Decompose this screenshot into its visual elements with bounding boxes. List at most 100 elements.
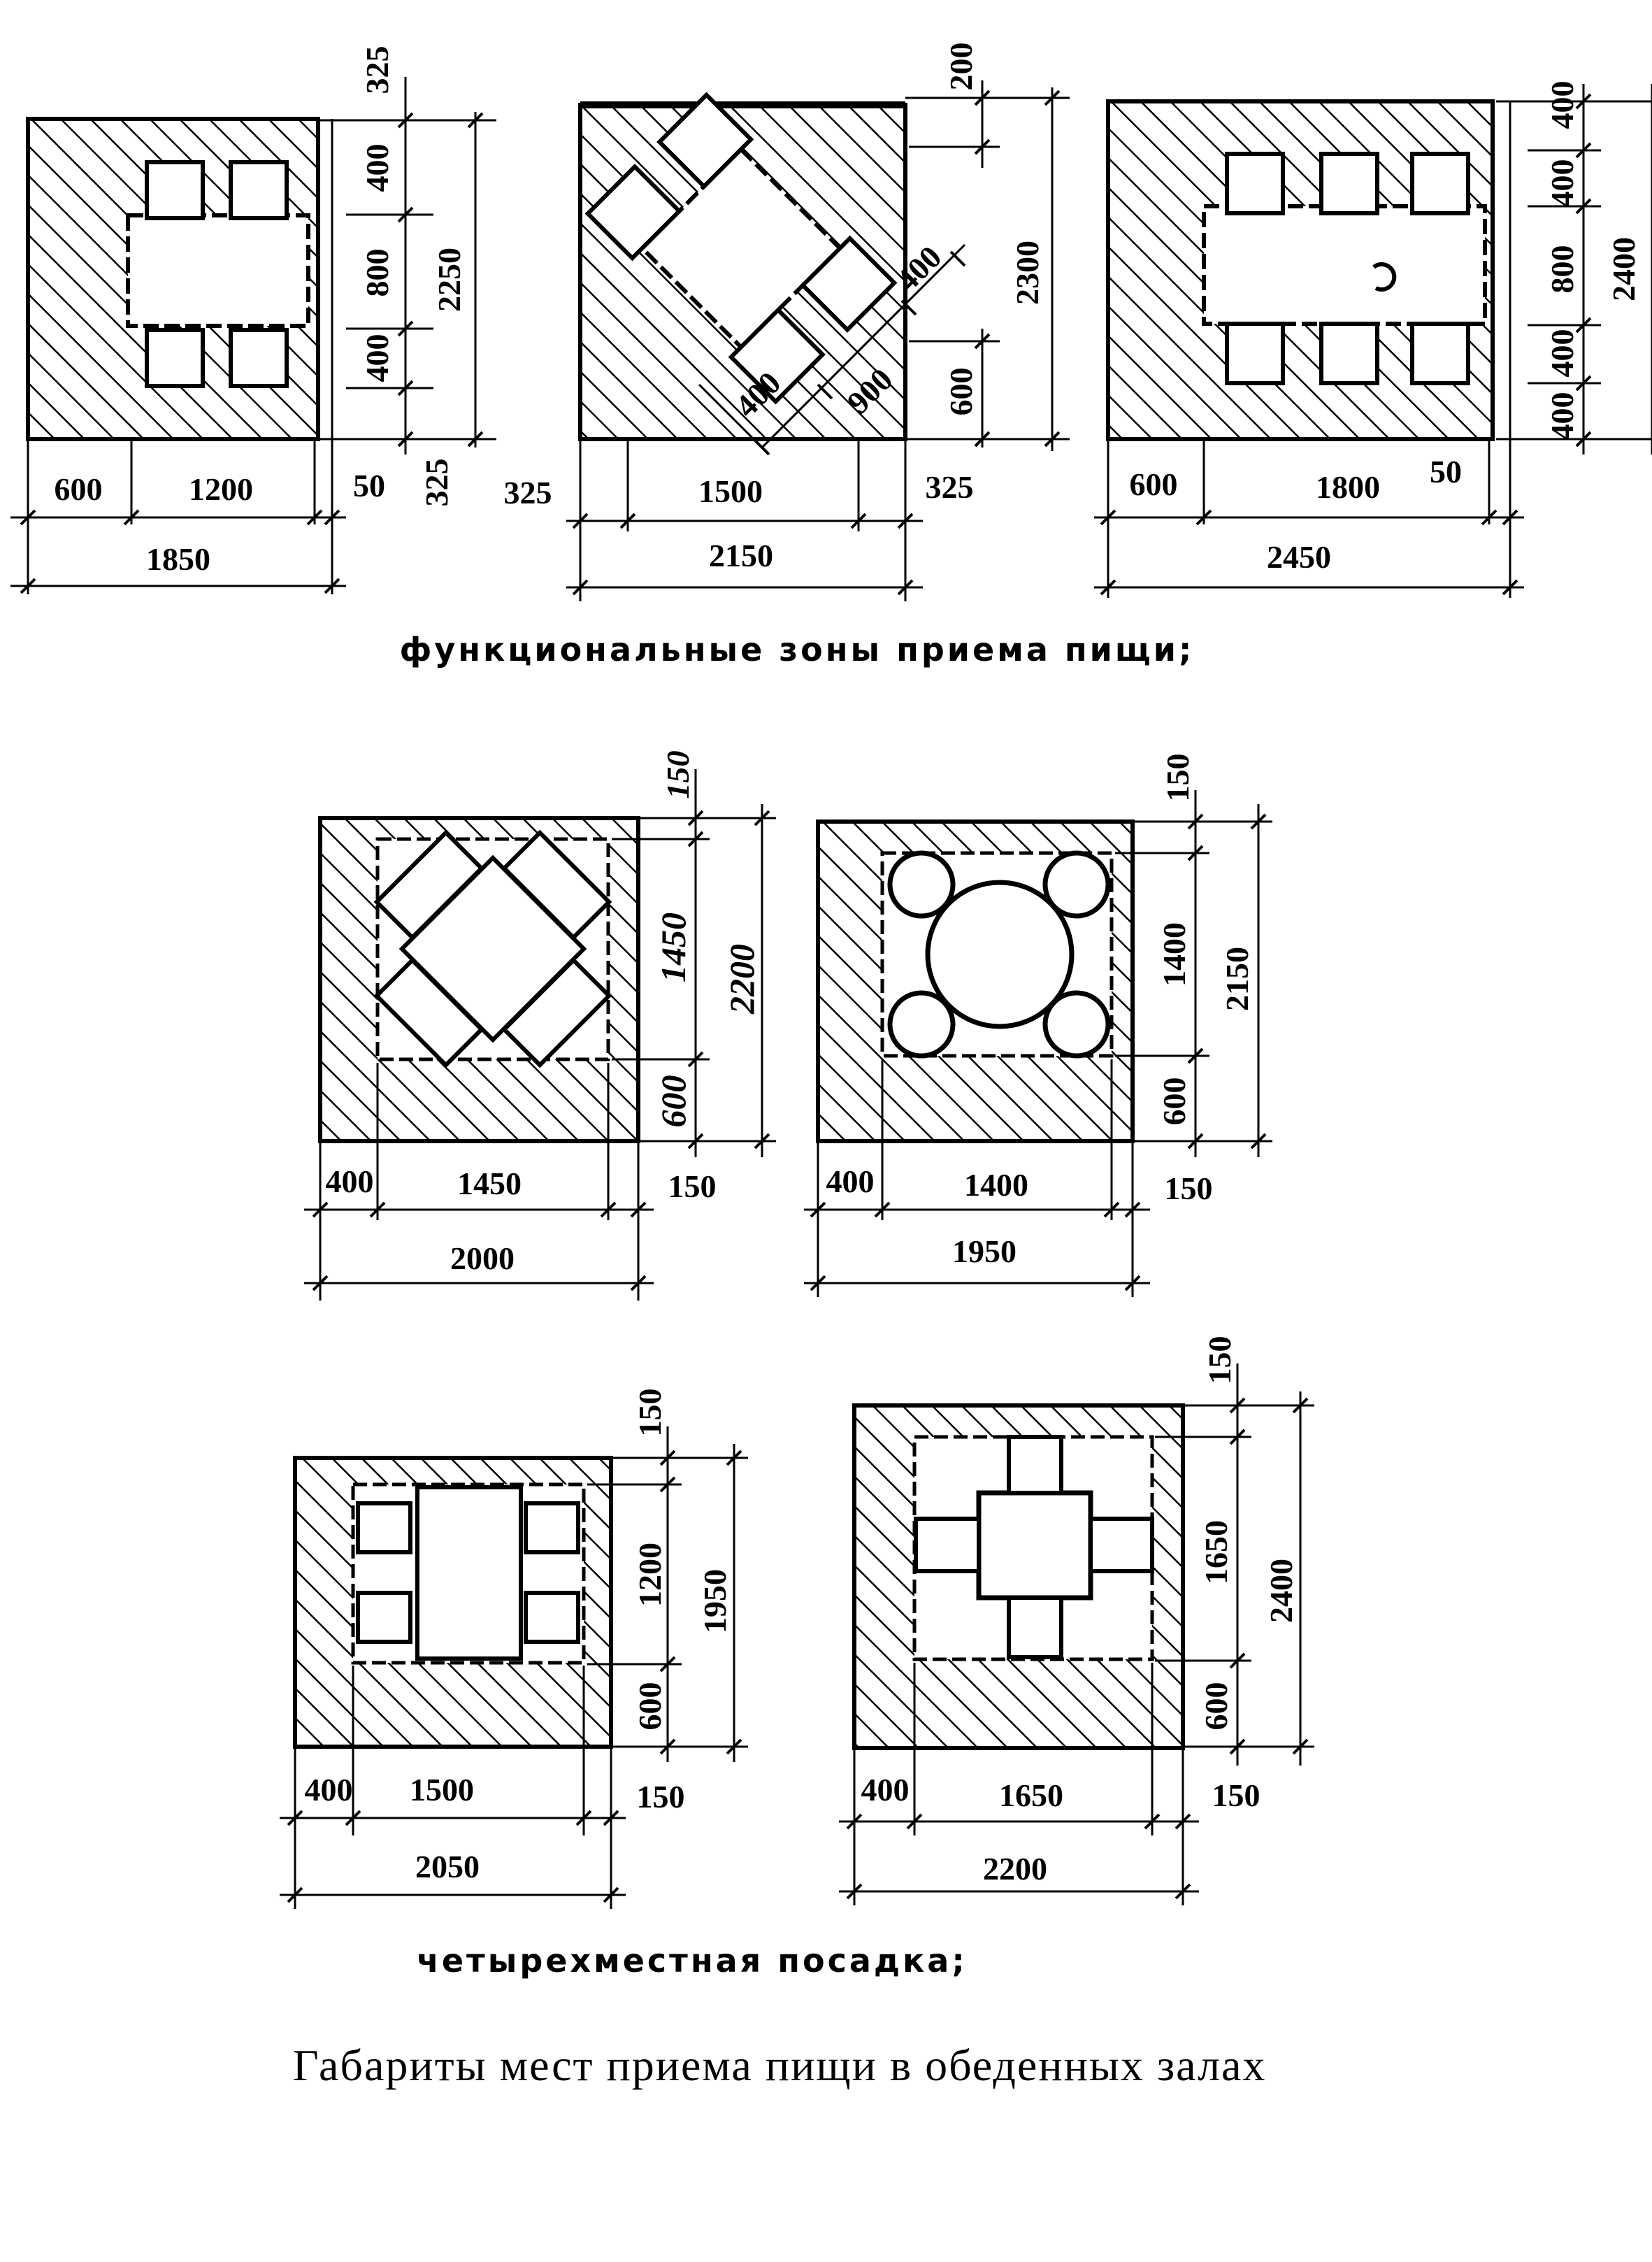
dim-right-2: 400	[359, 144, 395, 192]
chair	[524, 1591, 580, 1644]
caption-four-seat: четырехместная посадка;	[417, 1942, 967, 1980]
dim-right-total: 2150	[1219, 947, 1255, 1011]
dim-right-2: 1650	[1198, 1520, 1234, 1584]
dim-bottom-3: 150	[668, 1168, 717, 1204]
table	[976, 1490, 1093, 1601]
dim-bottom-3: 50	[1430, 454, 1462, 489]
chair	[1089, 1517, 1154, 1573]
chair	[229, 160, 289, 220]
plan-four-seat-round: 400 1400 150 1950 150 1400 600 2150	[804, 754, 1272, 1297]
dim-bottom-total: 2200	[983, 1851, 1047, 1887]
chair	[1042, 850, 1111, 919]
dim-right-1: 150	[1202, 1336, 1237, 1384]
chair	[524, 1501, 580, 1554]
dim-bottom-2: 1450	[457, 1166, 522, 1201]
dim-bottom-3: 50	[353, 468, 385, 503]
chair	[1225, 322, 1285, 385]
dim-right-1: 325	[359, 46, 395, 94]
plan-zone-diagonal-4: 325 1500 325 2150 200 600 2300 400 900 4…	[504, 43, 1070, 601]
dim-right-5: 400	[1544, 392, 1580, 441]
chair	[373, 829, 484, 940]
dim-bottom-1: 400	[861, 1772, 910, 1808]
chair	[356, 1591, 412, 1644]
dim-right-5: 325	[419, 459, 454, 507]
table-marker	[1372, 262, 1397, 292]
dim-bottom-total: 1850	[146, 541, 210, 577]
dim-bottom-1: 400	[326, 1164, 374, 1199]
dim-right-1: 200	[943, 43, 979, 91]
chair	[1319, 322, 1379, 385]
chair	[501, 957, 612, 1068]
chair	[914, 1517, 981, 1573]
chair	[1007, 1435, 1063, 1495]
dim-right-3: 800	[359, 249, 395, 297]
dim-right-1: 150	[660, 751, 696, 799]
dim-bottom-2: 1650	[999, 1777, 1063, 1813]
chair	[1042, 990, 1111, 1059]
chair	[356, 1501, 412, 1554]
dim-right-1: 150	[632, 1389, 668, 1437]
dim-right-2: 600	[943, 368, 979, 416]
dim-right-2: 400	[1544, 159, 1580, 208]
chair	[501, 829, 612, 940]
chair	[1319, 152, 1379, 215]
dim-right-1: 400	[1544, 81, 1580, 129]
chair	[584, 164, 682, 262]
dim-bottom-2: 1400	[964, 1167, 1028, 1203]
dim-bottom-3: 150	[1212, 1777, 1260, 1813]
dim-bottom-total: 2450	[1267, 539, 1331, 575]
chair	[887, 850, 956, 919]
chair	[229, 328, 289, 388]
dim-right-4: 400	[1544, 329, 1580, 378]
caption-zones: функциональные зоны приема пищи;	[400, 631, 1195, 668]
dim-right-total: 2300	[1010, 241, 1045, 305]
dim-bottom-2: 1200	[189, 471, 253, 507]
dim-bottom-1: 400	[826, 1164, 875, 1199]
dim-right-2: 1450	[654, 912, 693, 982]
chair	[1225, 152, 1285, 215]
page-title: Габариты мест приема пищи в обеденных за…	[293, 2040, 1267, 2090]
plan-four-seat-diamond: 400 1450 150 2000 150 1450 600 2200	[304, 751, 776, 1301]
dim-right-3: 600	[1156, 1078, 1192, 1126]
dim-bottom-3: 150	[1165, 1171, 1213, 1206]
chair	[800, 235, 898, 333]
dim-right-1: 150	[1160, 754, 1195, 802]
table	[1202, 204, 1487, 326]
chair	[728, 307, 826, 405]
dim-right-2: 1200	[632, 1542, 668, 1607]
dim-bottom-3: 325	[926, 469, 974, 505]
plan-four-seat-cross: 400 1650 150 2200 150 1650 600 2400	[839, 1336, 1314, 1905]
dim-bottom-total: 2050	[415, 1849, 480, 1884]
dim-right-total: 2250	[431, 248, 467, 312]
chair	[656, 92, 754, 189]
dim-bottom-total: 2150	[709, 538, 773, 573]
dim-bottom-2: 1500	[698, 473, 763, 509]
chair	[145, 160, 205, 220]
chair	[1007, 1596, 1063, 1659]
dim-bottom-1: 600	[55, 471, 103, 507]
dim-right-3: 800	[1544, 245, 1580, 294]
dim-right-total: 2400	[1606, 237, 1642, 301]
table	[925, 880, 1075, 1029]
chair	[887, 990, 956, 1059]
table	[415, 1485, 523, 1661]
chair	[373, 957, 484, 1068]
dim-bottom-1: 325	[504, 475, 552, 510]
dim-right-total: 1950	[697, 1569, 733, 1633]
dim-bottom-1: 400	[305, 1772, 353, 1808]
chair	[145, 328, 205, 388]
dim-right-total: 2200	[722, 944, 761, 1015]
dim-right-4: 400	[359, 334, 395, 382]
dim-bottom-total: 2000	[450, 1240, 515, 1276]
dim-bottom-1: 600	[1130, 466, 1178, 502]
dim-right-total: 2400	[1263, 1559, 1299, 1623]
dim-bottom-2: 1500	[410, 1772, 474, 1808]
dim-right-2: 1400	[1156, 922, 1192, 987]
dim-right-3: 600	[632, 1682, 668, 1731]
dim-bottom-3: 150	[637, 1779, 685, 1814]
plan-zone-rect-4: 600 1200 50 1850 325 400 800 400 325 225…	[10, 46, 496, 594]
dim-right-3: 600	[654, 1075, 693, 1128]
dim-right-3: 600	[1198, 1682, 1234, 1731]
dim-bottom-total: 1950	[952, 1233, 1017, 1269]
